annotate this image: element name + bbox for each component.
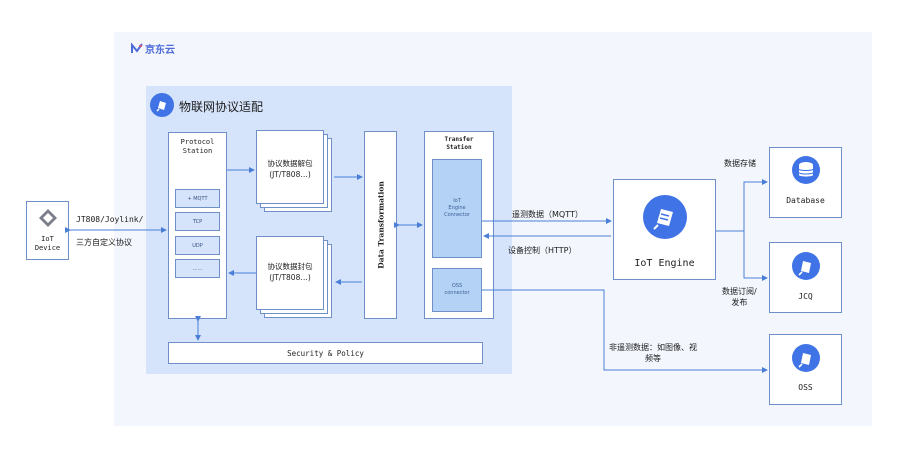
protocol-item-udp: UDP [175,236,220,255]
control-label: 设备控制（HTTP） [508,246,577,255]
device-icon [39,209,57,227]
database-icon [792,156,820,184]
oss-connector-to-oss-arrow [482,289,768,373]
encode-box: 协议数据封包 (JT/T808…) [256,236,324,310]
decode-box-line2: (JT/T808…) [269,170,311,179]
encode-box-line2: (JT/T808…) [269,273,311,282]
brand-logo: 京东云 [131,41,175,56]
telemetry-label: 遥测数据（MQTT） [512,210,583,219]
protocol-station-title: Protocol Station [180,138,215,155]
protocol-item-more: …… [175,259,220,278]
encode-box-line1: 协议数据封包 [267,262,313,271]
iot-engine-icon [643,195,687,239]
device-link-custom: 三方自定义协议 [76,238,132,247]
jcq-label: JCQ [798,292,813,301]
transfer-station-title: Transfer Station [444,136,474,151]
iot-engine-connector: IoT Engine Connector [432,159,482,258]
protocol-adapter-title: 物联网协议适配 [179,100,264,114]
storage-label: 数据存储 [724,159,756,168]
engine-to-jcq-arrow [743,231,768,281]
decode-box-line1: 协议数据解包 [267,159,313,168]
protocol-item-tcp: TCP [175,212,220,231]
iot-device-line1: IoT [41,235,54,243]
security-policy-bar: Security & Policy [168,342,483,364]
device-link-protocols: JT808/Joylink/ [76,215,144,224]
database-label: Database [786,196,825,205]
iot-engine-label: IoT Engine [634,258,695,269]
protocol-adapter-icon [150,93,174,117]
protocol-item-mqtt: + MQTT [175,189,220,208]
iot-device-line2: Device [34,244,61,252]
oss-connector: OSS connector [432,268,482,312]
subscribe-label: 数据订阅/ 发布 [722,287,757,307]
non-telemetry-label: 非遥测数据：如图像、视 频等 [609,343,697,363]
iot-device-box: IoT Device [26,201,69,260]
brand-name: 京东云 [145,45,175,56]
jdcloud-logo-icon [131,43,143,53]
oss-icon [792,344,820,372]
decode-box: 协议数据解包 (JT/T808…) [256,130,324,204]
oss-label: OSS [798,383,813,392]
jcq-icon [792,252,820,280]
engine-to-database-arrow [716,179,768,232]
